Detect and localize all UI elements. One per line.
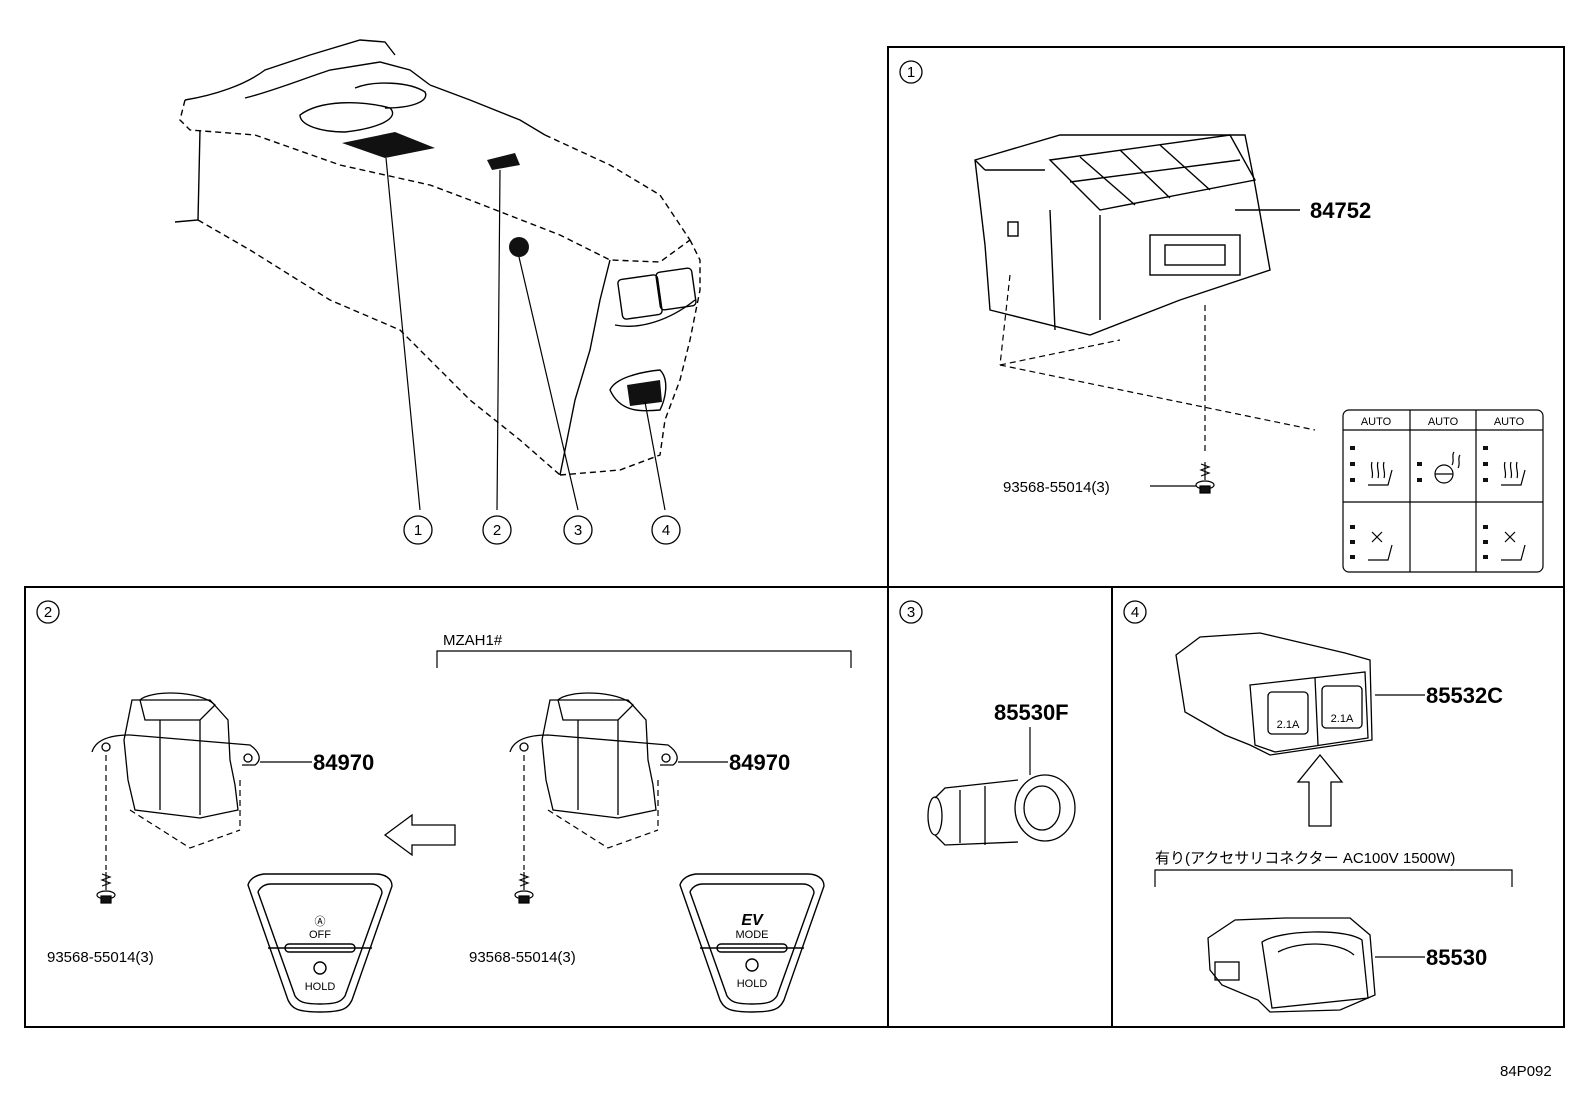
grid-auto-2: AUTO <box>1428 416 1459 428</box>
overview-dark-parts <box>342 132 662 406</box>
ev-switch-left <box>91 692 260 819</box>
part-85532C: 85532C <box>1426 683 1503 708</box>
usb-port-label-1: 2.1A <box>1277 719 1300 731</box>
badge-left-icon: Ⓐ <box>315 915 326 928</box>
screw-icon-right <box>514 872 534 904</box>
panel4-index: 4 <box>1131 604 1139 621</box>
callout-2: 2 <box>493 522 501 539</box>
grid-auto-3: AUTO <box>1494 416 1525 428</box>
usb-charger-85532C <box>1175 632 1373 756</box>
overview-leader-lines <box>385 157 666 511</box>
ev-switch-left-dashed <box>105 755 241 870</box>
screw-icon-left <box>96 872 116 904</box>
variant-label-mzah1: MZAH1# <box>443 632 503 649</box>
panel1-index-circle <box>899 60 923 84</box>
diagram-code: 84P092 <box>1500 1063 1552 1080</box>
badge-right-hold: HOLD <box>737 978 768 990</box>
usb-port-label-2: 2.1A <box>1331 713 1354 725</box>
badge-left-hold: HOLD <box>305 981 336 993</box>
part-85530F: 85530F <box>994 700 1069 725</box>
part-84752: 84752 <box>1310 198 1371 223</box>
console-overview <box>174 39 701 476</box>
panel3-index: 3 <box>907 604 915 621</box>
seat-vent-icon <box>1368 531 1526 561</box>
badge-left-off: OFF <box>309 929 331 941</box>
screw-icon <box>1195 462 1215 494</box>
screw-93568-55014-panel1: 93568-55014(3) <box>1003 479 1110 496</box>
outlet-85530 <box>1207 917 1376 1013</box>
callout-4: 4 <box>662 522 670 539</box>
badge-right-mode: MODE <box>736 929 769 941</box>
module-dashed-guides <box>999 274 1316 455</box>
part-84970-left: 84970 <box>313 750 374 775</box>
overview-callout-circles <box>403 515 681 545</box>
grid-indicator-dots <box>1350 446 1488 559</box>
condition-bracket <box>1154 869 1513 887</box>
badge-right-ev: EV <box>741 912 764 929</box>
panel2-index-circle <box>36 600 60 624</box>
panel1-index: 1 <box>907 64 915 81</box>
ev-switch-right <box>509 692 678 819</box>
socket-85530F <box>927 774 1076 846</box>
badge-auto-hold <box>247 873 393 1013</box>
screw-93568-55014-right: 93568-55014(3) <box>469 949 576 966</box>
panel4-index-circle <box>1123 600 1147 624</box>
direction-arrow-icon <box>383 813 456 857</box>
callout-1: 1 <box>414 522 422 539</box>
variant-bracket <box>436 650 852 668</box>
up-arrow-icon <box>1296 753 1344 827</box>
panel3-index-circle <box>899 600 923 624</box>
ev-switch-right-dashed <box>523 755 659 870</box>
seat-heater-switch-module <box>974 134 1300 336</box>
part-85530: 85530 <box>1426 945 1487 970</box>
screw-93568-55014-left: 93568-55014(3) <box>47 949 154 966</box>
badge-ev-mode <box>679 873 825 1013</box>
condition-label: 有り(アクセサリコネクター AC100V 1500W) <box>1155 850 1455 867</box>
steering-heat-icon <box>1434 451 1461 484</box>
panel2-index: 2 <box>44 604 52 621</box>
callout-3: 3 <box>574 522 582 539</box>
seat-heater-button-grid <box>1342 409 1544 573</box>
part-84970-right: 84970 <box>729 750 790 775</box>
grid-auto-1: AUTO <box>1361 416 1392 428</box>
panel-frames <box>24 46 1565 1028</box>
seat-heat-icon <box>1368 461 1526 486</box>
